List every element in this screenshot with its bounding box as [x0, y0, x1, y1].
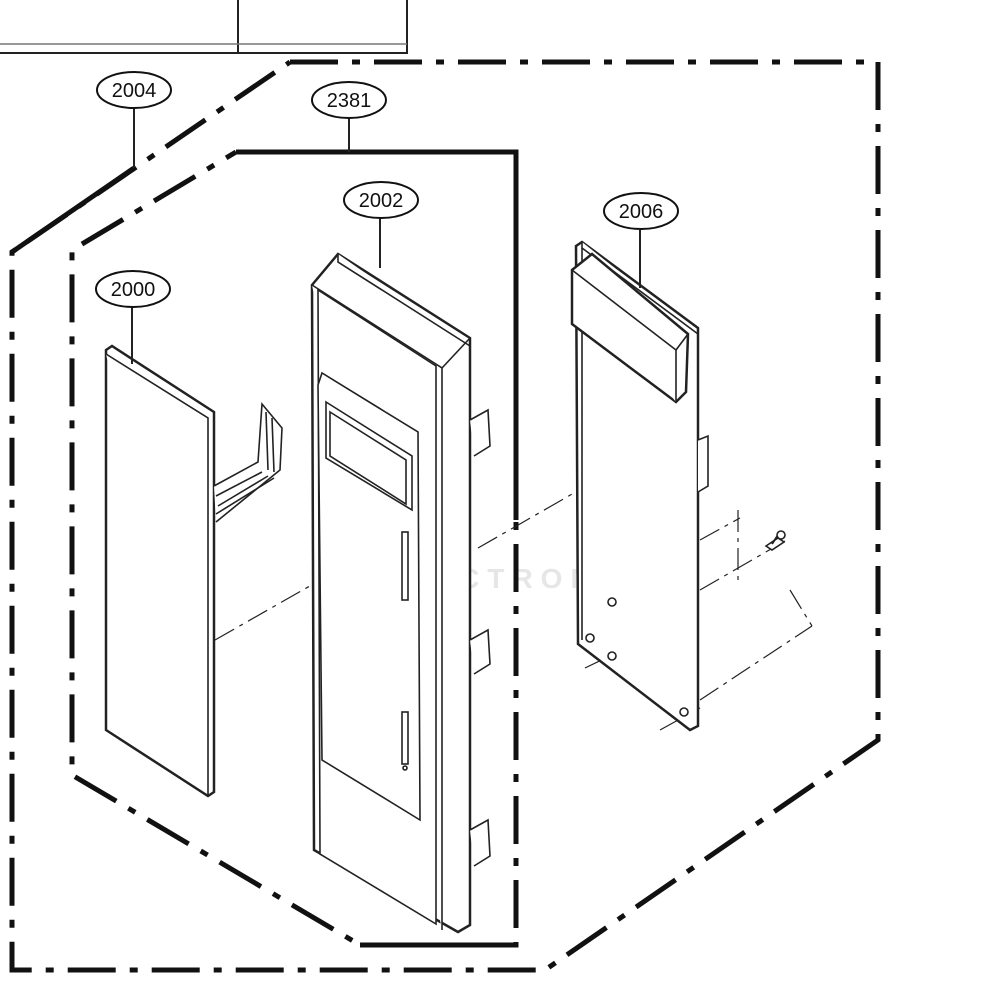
header-table: [0, 0, 408, 54]
callout-2006-label: 2006: [619, 201, 664, 223]
part-2002-control-panel: [310, 252, 491, 934]
callout-2004: 2004: [96, 71, 172, 109]
callout-2004-label: 2004: [112, 80, 157, 102]
part-2000-membrane-panel: [104, 344, 283, 798]
callout-2000-label: 2000: [111, 279, 156, 301]
callout-2002-label: 2002: [359, 190, 404, 212]
callout-2000: 2000: [95, 270, 171, 308]
screw: [764, 530, 786, 551]
callout-2006: 2006: [603, 192, 679, 230]
callout-2381: 2381: [311, 81, 387, 119]
assembly-border-outer-solid-edge: [10, 165, 136, 255]
callout-2002: 2002: [343, 181, 419, 219]
part-2006-pcb-board: [570, 240, 709, 732]
callout-2381-label: 2381: [327, 90, 372, 112]
